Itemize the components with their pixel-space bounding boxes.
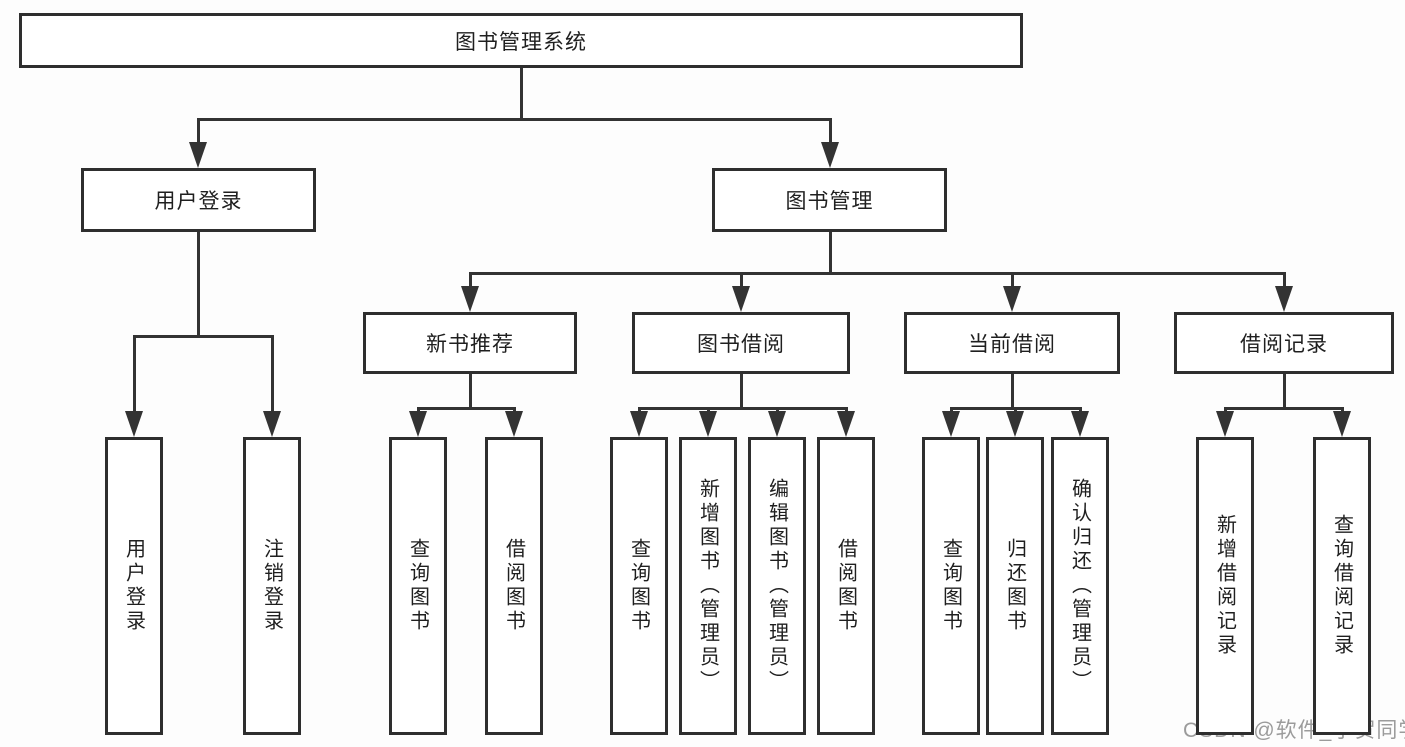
node-query-borrow-record: 查询借阅记录: [1313, 437, 1371, 735]
connector-rail: [1223, 407, 1344, 410]
arrow-down-icon: [837, 411, 855, 437]
connector-stem: [828, 232, 832, 275]
connector-drop: [416, 407, 420, 413]
arrow-down-icon: [699, 411, 717, 437]
node-borrow-records: 借阅记录: [1174, 312, 1394, 374]
connector-stem: [196, 232, 200, 338]
node-label-return-book: 归还图书: [1003, 538, 1026, 634]
arrow-down-icon: [768, 411, 786, 437]
node-logout: 注销登录: [243, 437, 301, 735]
connector-drop: [1340, 407, 1344, 413]
node-new-book-rec: 新书推荐: [363, 312, 577, 374]
node-label-borrow-books-2: 借阅图书: [834, 538, 857, 634]
connector-drop: [706, 407, 710, 413]
connector-drop: [739, 272, 743, 288]
connector-drop: [1010, 272, 1014, 288]
arrow-down-icon: [505, 411, 523, 437]
connector-stem: [739, 374, 743, 410]
connector-rail: [637, 407, 848, 410]
connector-drop: [1282, 272, 1286, 288]
node-label-borrow-books-1: 借阅图书: [502, 538, 525, 634]
arrow-down-icon: [942, 411, 960, 437]
connector-drop: [775, 407, 779, 413]
node-label-query-books-3: 查询图书: [939, 538, 962, 634]
node-edit-book: 编辑图书（管理员）: [748, 437, 806, 735]
connector-drop: [270, 335, 274, 413]
connector-rail: [132, 335, 274, 338]
node-query-books-3: 查询图书: [922, 437, 980, 735]
node-label-borrow-records: 借阅记录: [1240, 333, 1328, 356]
connector-stem: [1010, 374, 1014, 410]
node-label-current-borrow: 当前借阅: [968, 333, 1056, 356]
connector-drop: [1078, 407, 1082, 413]
node-return-book: 归还图书: [986, 437, 1044, 735]
arrow-down-icon: [461, 286, 479, 312]
connector-rail: [196, 118, 832, 121]
arrow-down-icon: [125, 411, 143, 437]
node-borrow-books-1: 借阅图书: [485, 437, 543, 735]
connector-drop: [196, 118, 200, 144]
connector-drop: [132, 335, 136, 413]
node-label-query-borrow-record: 查询借阅记录: [1330, 514, 1353, 658]
connector-drop: [512, 407, 516, 413]
node-add-book: 新增图书（管理员）: [679, 437, 737, 735]
arrow-down-icon: [1216, 411, 1234, 437]
node-query-books-1: 查询图书: [389, 437, 447, 735]
connector-rail: [468, 272, 1286, 275]
arrow-down-icon: [263, 411, 281, 437]
node-login: 用户登录: [105, 437, 163, 735]
connector-drop: [828, 118, 832, 144]
connector-drop: [949, 407, 953, 413]
node-label-book-mgmt: 图书管理: [785, 190, 874, 213]
node-label-edit-book: 编辑图书（管理员）: [765, 478, 788, 694]
arrow-down-icon: [1006, 411, 1024, 437]
connector-drop: [844, 407, 848, 413]
connector-stem: [519, 68, 523, 121]
node-label-login: 用户登录: [122, 538, 145, 634]
arrow-down-icon: [1071, 411, 1089, 437]
node-book-mgmt: 图书管理: [712, 168, 947, 232]
arrow-down-icon: [1275, 286, 1293, 312]
node-add-borrow-record: 新增借阅记录: [1196, 437, 1254, 735]
node-query-books-2: 查询图书: [610, 437, 668, 735]
node-root: 图书管理系统: [19, 13, 1023, 68]
node-current-borrow: 当前借阅: [904, 312, 1120, 374]
node-book-borrow: 图书借阅: [632, 312, 850, 374]
arrow-down-icon: [630, 411, 648, 437]
node-label-user-login: 用户登录: [154, 190, 243, 213]
node-borrow-books-2: 借阅图书: [817, 437, 875, 735]
node-label-query-books-1: 查询图书: [406, 538, 429, 634]
arrow-down-icon: [189, 142, 207, 168]
arrow-down-icon: [1003, 286, 1021, 312]
arrow-down-icon: [1333, 411, 1351, 437]
node-label-add-borrow-record: 新增借阅记录: [1213, 514, 1236, 658]
node-label-query-books-2: 查询图书: [627, 538, 650, 634]
node-confirm-return: 确认归还（管理员）: [1051, 437, 1109, 735]
connector-stem: [468, 374, 472, 410]
node-label-logout: 注销登录: [260, 538, 283, 634]
arrow-down-icon: [409, 411, 427, 437]
arrow-down-icon: [732, 286, 750, 312]
arrow-down-icon: [821, 142, 839, 168]
connector-drop: [1223, 407, 1227, 413]
node-label-book-borrow: 图书借阅: [697, 333, 785, 356]
node-label-confirm-return: 确认归还（管理员）: [1068, 478, 1091, 694]
node-label-root: 图书管理系统: [455, 30, 587, 54]
node-user-login: 用户登录: [81, 168, 316, 232]
connector-stem: [1282, 374, 1286, 410]
connector-rail: [416, 407, 516, 410]
node-label-add-book: 新增图书（管理员）: [696, 478, 719, 694]
node-label-new-book-rec: 新书推荐: [426, 333, 514, 356]
connector-drop: [468, 272, 472, 288]
connector-drop: [1013, 407, 1017, 413]
connector-drop: [637, 407, 641, 413]
